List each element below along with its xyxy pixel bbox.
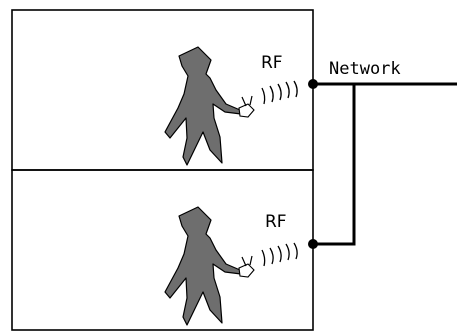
lower-network-node: [308, 239, 318, 249]
upper-person-icon: [164, 46, 242, 166]
upper-rf-label: RF: [261, 53, 283, 73]
lower-rf-label: RF: [265, 212, 287, 232]
upper-room-box: [11, 9, 314, 171]
upper-signal-waves-icon: [261, 80, 298, 105]
upper-radio-device-icon: [238, 95, 255, 118]
lower-person-icon: [164, 206, 242, 326]
lower-room-box: [11, 169, 314, 331]
network-wiring: [313, 82, 457, 246]
lower-radio-device-icon: [238, 255, 255, 278]
lower-signal-waves-icon: [261, 242, 298, 267]
network-label: Network: [329, 59, 401, 79]
upper-network-node: [308, 79, 318, 89]
